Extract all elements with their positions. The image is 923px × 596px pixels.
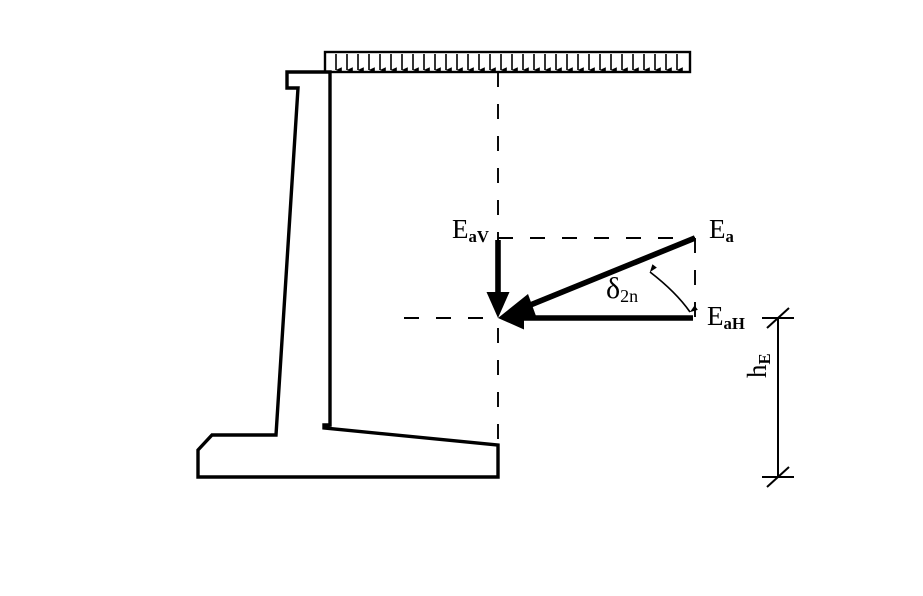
- wall-profile: [196, 70, 500, 479]
- label-ea-vertical: EaV: [452, 214, 489, 247]
- label-he-sub: E: [755, 353, 775, 365]
- force-vector-eav: [486, 240, 510, 318]
- label-ea-horizontal: EaH: [707, 301, 745, 334]
- label-resultant-height: hE: [742, 353, 775, 379]
- delta2n-arc: [649, 264, 698, 313]
- label-he-base: h: [742, 364, 772, 379]
- label-ea-vertical-base: E: [452, 214, 469, 244]
- label-ea-horizontal-sub: aH: [723, 314, 745, 334]
- label-ea-vertical-sub: aV: [468, 227, 489, 247]
- label-ea-resultant-base: E: [709, 214, 726, 244]
- retaining-wall-outline: [196, 70, 500, 479]
- ea-arrowhead: [498, 294, 536, 318]
- label-delta-base: δ: [606, 272, 621, 305]
- dimension-line-he: [762, 307, 794, 488]
- label-ea-resultant-sub: a: [725, 227, 734, 247]
- angle-arc-delta2n: [649, 264, 698, 313]
- surcharge-load-group: [323, 50, 692, 74]
- force-vector-ea: [498, 235, 697, 318]
- label-wall-friction-angle: δ2n: [606, 272, 639, 307]
- surcharge-band-outline: [323, 50, 692, 74]
- eav-arrowhead: [486, 292, 510, 318]
- label-delta-sub: 2n: [620, 286, 639, 307]
- force-vector-group: [486, 235, 697, 330]
- surcharge-arrows: [335, 54, 683, 73]
- he-bottom-slash: [766, 466, 790, 488]
- label-ea-horizontal-base: E: [707, 301, 724, 331]
- he-top-slash: [766, 307, 790, 329]
- label-ea-resultant: Ea: [709, 214, 734, 247]
